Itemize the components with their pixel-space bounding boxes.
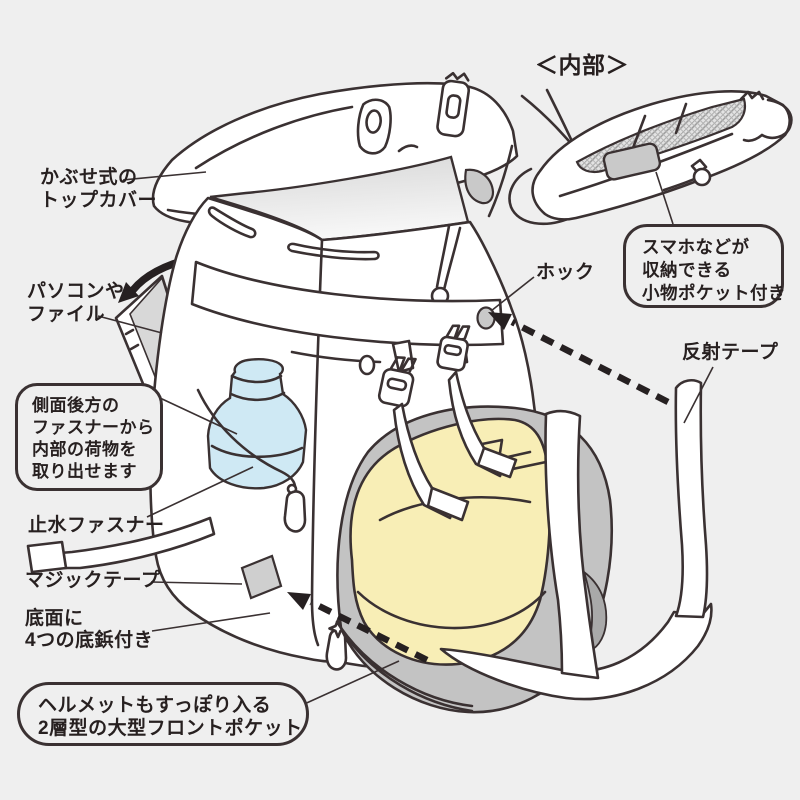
bottom-studs-label: 底面に 4つの底鋲付き xyxy=(25,608,154,651)
reflective-tape-label: 反射テープ xyxy=(682,342,779,363)
reflective-tape-strip-left xyxy=(544,409,600,680)
lid-buckle-female xyxy=(356,98,392,155)
front-flap-with-reflective-tape xyxy=(439,378,713,701)
strap-buckle-right xyxy=(436,324,518,479)
strap-buckle-left xyxy=(377,339,470,522)
laptop-ports xyxy=(124,328,140,351)
velcro-patch xyxy=(240,554,283,600)
top-cover-label: かぶせ式の トップカバー xyxy=(40,167,158,211)
pocket-note-box: スマホなどが 収納できる 小物ポケット付き xyxy=(623,224,786,308)
reflective-tape-strip-right xyxy=(674,378,709,619)
water-zipper-label: 止水ファスナー xyxy=(28,515,165,536)
pc-files-label: パソコンや ファイル xyxy=(27,281,125,325)
leader-lines xyxy=(97,171,714,707)
dashed-arrow-to-hook xyxy=(488,312,670,405)
side-bottle-pocket xyxy=(196,358,308,533)
lid-hinge xyxy=(487,144,514,218)
pocket-zipper-edge xyxy=(196,388,297,492)
smartphone xyxy=(602,142,662,181)
interior-inset xyxy=(508,88,793,225)
dashed-arrow-to-velcro xyxy=(287,592,429,663)
bottle xyxy=(206,358,308,490)
front-flap-band xyxy=(190,260,505,376)
hook-label: ホック xyxy=(536,262,595,283)
rim-piping-front xyxy=(287,242,380,261)
interior-title: ＜内部＞ xyxy=(535,52,629,78)
helmet xyxy=(349,417,552,666)
rim-piping-left xyxy=(207,206,257,239)
inset-jagged-edge xyxy=(739,90,765,101)
top-cover-inside xyxy=(531,90,791,221)
zipper-pull xyxy=(283,490,307,533)
front-pocket-open xyxy=(335,324,713,714)
back-rim-corner xyxy=(464,168,495,205)
compression-strap xyxy=(26,516,216,574)
pocket-zipper-line xyxy=(335,620,474,713)
flap-bottom-band xyxy=(439,602,713,701)
side-zipper-note-box: 側面後方の ファスナーから 内部の荷物を 取り出せます xyxy=(15,383,163,491)
inset-cord-loop xyxy=(508,167,577,225)
snap-button xyxy=(358,354,376,376)
velcro-label: マジックテープ xyxy=(25,570,161,591)
lid-buckle-keeper xyxy=(436,71,471,138)
front-pocket-note-box: ヘルメットもすっぽり入る 2層型の大型フロントポケット xyxy=(17,682,309,746)
